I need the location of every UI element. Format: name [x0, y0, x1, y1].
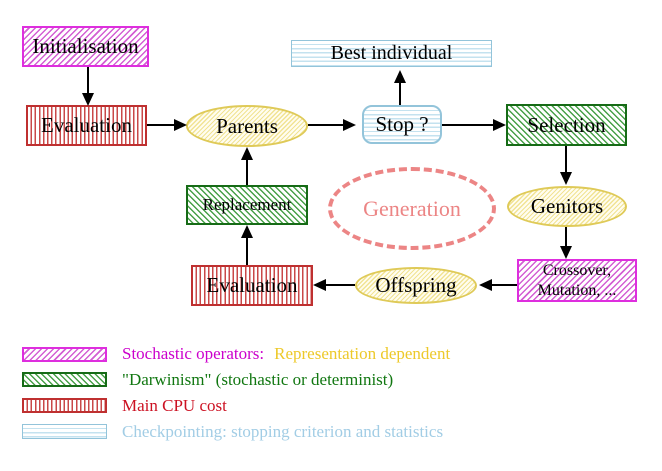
arrow-parents-stop-head-icon: [343, 119, 356, 131]
arrow-offspring-evaluation-line: [326, 284, 355, 286]
node-evaluation-top: Evaluation: [26, 105, 147, 146]
arrow-selection-genitors-line: [565, 146, 567, 173]
arrow-evaluation-replacement-line: [246, 238, 248, 265]
node-best-individual-label: Best individual: [330, 42, 453, 64]
node-initialisation-label: Initialisation: [32, 34, 139, 58]
arrow-stop-best-individual-line: [399, 83, 401, 105]
arrow-evaluation-parents-line: [147, 124, 174, 126]
node-selection-label: Selection: [527, 112, 606, 137]
node-selection: Selection: [506, 104, 627, 146]
arrow-crossover-offspring-head-icon: [479, 279, 492, 291]
legend-label-main-cpu-cost: Main CPU cost: [122, 396, 227, 415]
arrow-initialisation-evaluation-head-icon: [82, 93, 94, 106]
legend-label-darwinism: "Darwinism" (stochastic or determinist): [122, 370, 394, 389]
node-parents-label: Parents: [216, 113, 278, 138]
arrow-stop-selection-head-icon: [493, 119, 506, 131]
legend-label-stochastic-operators: Stochastic operators: Representation depe…: [122, 344, 450, 364]
node-evaluation-bottom-label: Evaluation: [206, 273, 298, 297]
node-evaluation-top-label: Evaluation: [41, 113, 132, 137]
legend-label-representation-text: Representation dependent: [274, 344, 451, 363]
node-stop: Stop ?: [362, 105, 442, 144]
node-crossover-label-line1: Crossover,: [542, 262, 612, 280]
legend-swatch-darwinism: [22, 372, 107, 387]
node-crossover-mutation: Crossover, Mutation, ...: [517, 259, 637, 302]
arrow-replacement-parents-line: [246, 160, 248, 185]
legend-label-checkpointing: Checkpointing: stopping criterion and st…: [122, 422, 444, 441]
node-offspring: Offspring: [355, 267, 477, 304]
arrow-stop-best-individual-head-icon: [394, 70, 406, 83]
node-replacement: Replacement: [186, 185, 308, 225]
legend-swatch-stochastic-operators: [22, 347, 107, 362]
arrow-evaluation-replacement-head-icon: [241, 225, 253, 238]
arrow-stop-selection-line: [442, 124, 493, 126]
node-generation-label: Generation: [363, 195, 461, 221]
legend-label-stochastic-text: Stochastic operators:: [122, 344, 265, 363]
node-genitors-label: Genitors: [530, 194, 604, 218]
arrow-genitors-crossover-head-icon: [560, 246, 572, 259]
legend-swatch-main-cpu-cost: [22, 398, 107, 413]
node-crossover-label-line2: Mutation, ...: [537, 281, 617, 299]
legend-swatch-checkpointing: [22, 424, 107, 439]
node-best-individual: Best individual: [291, 40, 492, 67]
node-replacement-label: Replacement: [202, 195, 292, 214]
arrow-evaluation-parents-head-icon: [174, 119, 187, 131]
node-stop-label: Stop ?: [375, 112, 429, 136]
node-genitors: Genitors: [507, 186, 627, 227]
node-initialisation: Initialisation: [22, 26, 149, 67]
arrow-selection-genitors-head-icon: [560, 172, 572, 185]
node-generation-loop: Generation: [328, 167, 496, 250]
node-evaluation-bottom: Evaluation: [191, 265, 313, 306]
arrow-initialisation-evaluation-line: [87, 67, 89, 95]
arrow-crossover-offspring-line: [492, 284, 517, 286]
arrow-offspring-evaluation-head-icon: [313, 279, 326, 291]
node-offspring-label: Offspring: [375, 273, 457, 297]
node-parents: Parents: [186, 105, 308, 147]
arrow-replacement-parents-head-icon: [241, 147, 253, 160]
arrow-genitors-crossover-line: [565, 227, 567, 247]
arrow-parents-stop-line: [308, 124, 343, 126]
